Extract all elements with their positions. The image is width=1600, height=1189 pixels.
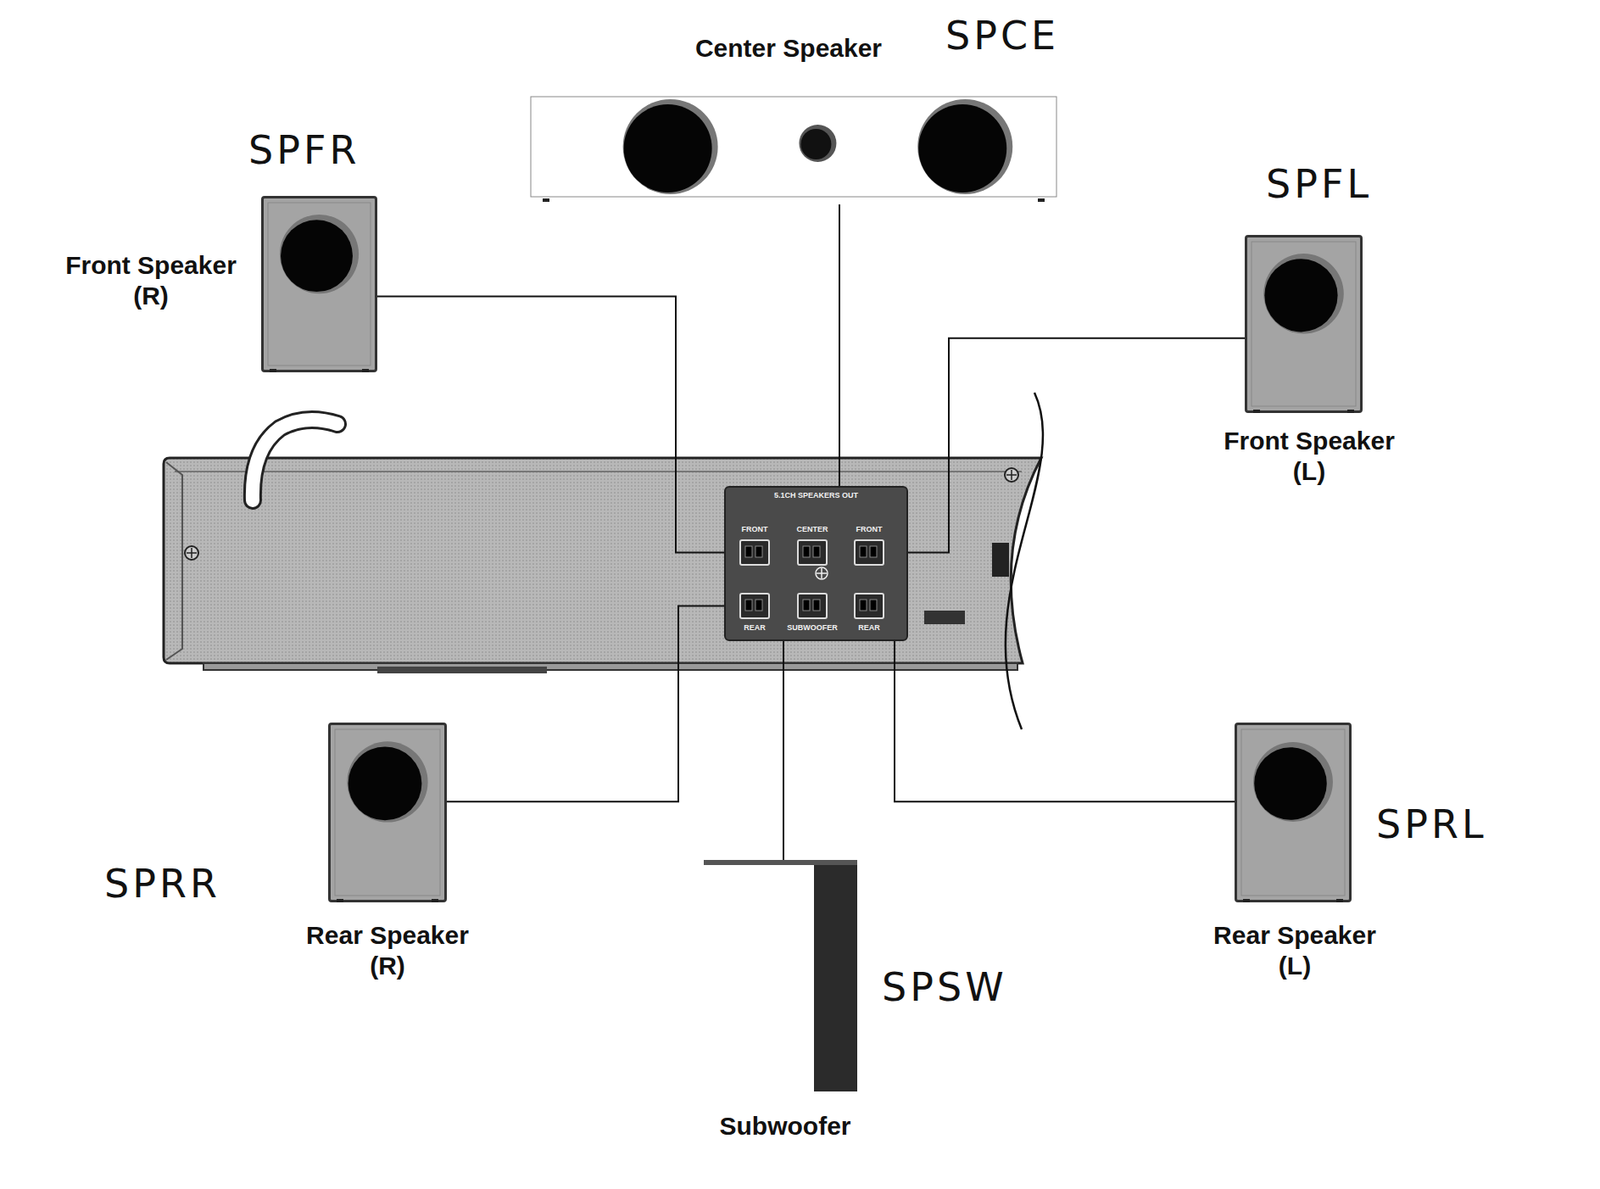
handwritten-code: SPFR <box>248 127 360 173</box>
speaker-wire <box>377 296 740 553</box>
term-art <box>796 538 827 565</box>
speaker-label: Subwoofer <box>657 1110 913 1142</box>
terminal-label: CENTER <box>778 525 847 535</box>
panel-title: 5.1CH SPEAKERS OUT <box>771 491 861 501</box>
front-speaker: Front Speaker (R)SPFR <box>261 195 378 373</box>
ground-symbol <box>813 564 831 582</box>
speaker-terminal: FRONT <box>853 539 885 566</box>
rear-speaker: Rear Speaker (R)SPRR <box>328 722 447 903</box>
speaker-out-panel: 5.1CH SPEAKERS OUTFRONTCENTERFRONTREARSU… <box>724 485 909 642</box>
speaker-label: Front Speaker (L) <box>1220 425 1399 487</box>
speaker-label: Front Speaker (R) <box>61 250 240 312</box>
terminal-label: SUBWOOFER <box>778 624 847 633</box>
terminal-label: FRONT <box>835 525 904 535</box>
handwritten-code: SPFL <box>1265 161 1372 207</box>
center-speaker: Center SpeakerSPCE <box>528 94 1065 205</box>
spk-art <box>328 722 447 903</box>
speaker-terminal: REAR <box>853 592 885 619</box>
speaker-wire <box>884 606 1235 803</box>
term-art <box>738 538 770 565</box>
front-speaker: Front Speaker (L)SPFL <box>1244 234 1363 413</box>
speaker-terminal: SUBWOOFER <box>797 592 828 619</box>
term-art <box>796 591 827 619</box>
term-art <box>738 591 770 619</box>
spk-art <box>1244 234 1363 413</box>
rear-speaker: Rear Speaker (L)SPRL <box>1234 722 1352 903</box>
spk-art <box>261 195 378 373</box>
speaker-label: Rear Speaker (L) <box>1205 919 1384 982</box>
speaker-terminal: REAR <box>739 592 770 619</box>
speaker-terminal: CENTER <box>797 539 828 566</box>
speaker-wire <box>783 606 798 864</box>
speaker-label: Center Speaker <box>661 33 916 64</box>
handwritten-code: SPCE <box>945 12 1060 59</box>
spk-art <box>1234 722 1352 903</box>
term-art <box>852 538 884 565</box>
terminal-label: FRONT <box>720 525 789 535</box>
terminal-label: REAR <box>720 624 789 633</box>
handwritten-code: SPRR <box>104 860 221 907</box>
sub-art <box>703 859 858 1092</box>
terminal-label: REAR <box>835 624 904 633</box>
speaker-wire <box>884 338 1245 553</box>
handwritten-code: SPSW <box>881 964 1008 1010</box>
subwoofer: SubwooferSPSW <box>706 862 860 1094</box>
speaker-wire <box>446 606 740 803</box>
handwritten-code: SPRL <box>1376 801 1488 848</box>
speaker-terminal: FRONT <box>739 539 770 566</box>
term-art <box>852 591 884 619</box>
center-art <box>525 91 1062 202</box>
speaker-label: Rear Speaker (R) <box>298 919 477 982</box>
